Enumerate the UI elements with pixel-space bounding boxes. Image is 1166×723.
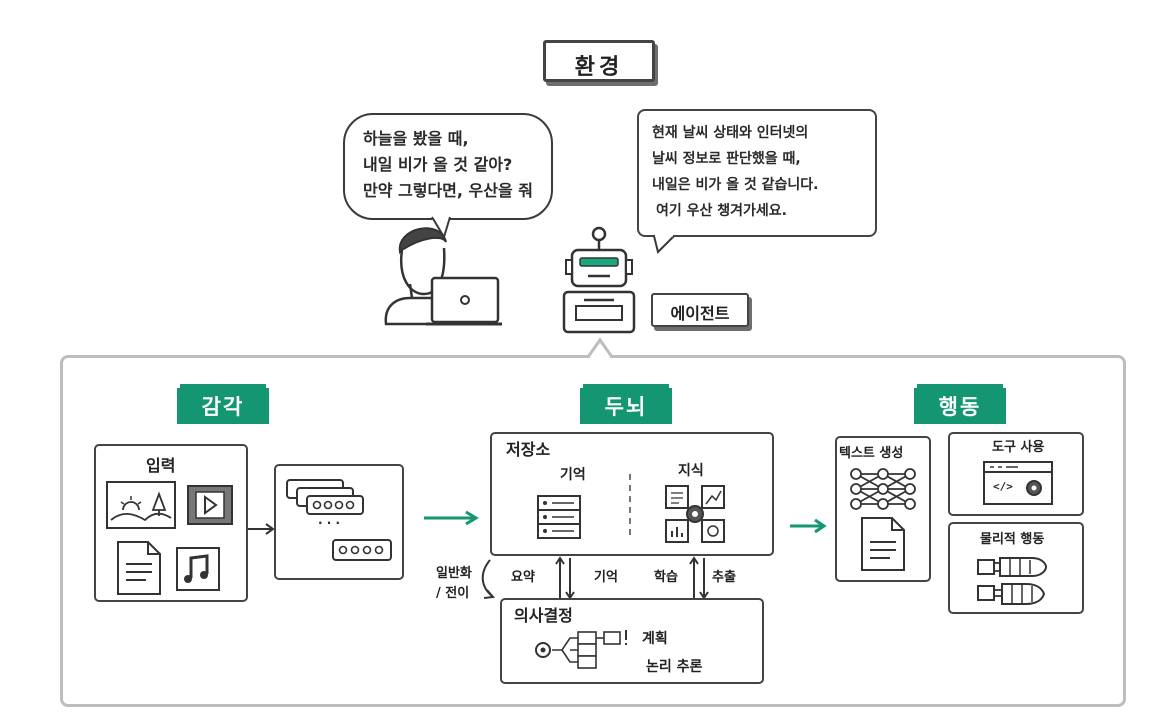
code-symbol-icon: </> — [993, 480, 1013, 493]
planning-label: 계획 — [642, 631, 668, 647]
agent-speech-bubble — [637, 109, 877, 237]
physical-action-label: 물리적 행동 — [980, 532, 1045, 547]
storage-divider — [629, 474, 631, 540]
user-bubble-line-3: 만약 그렇다면, 우산을 줘 — [363, 181, 533, 200]
extract-label: 추출 — [712, 570, 736, 585]
code-window-icon — [983, 461, 1053, 505]
agent-bubble-line-3: 내일은 비가 올 것 같습니다. — [652, 177, 819, 193]
environment-label-box: 환경 — [543, 40, 655, 82]
landscape-image-icon — [106, 481, 176, 529]
memory-label: 기억 — [560, 467, 586, 483]
music-note-icon — [176, 547, 220, 591]
document-icon — [117, 541, 161, 595]
storage-title: 저장소 — [506, 440, 551, 459]
user-bubble-line-1: 하늘을 봤을 때, — [363, 129, 469, 148]
video-play-icon — [187, 485, 233, 525]
robot-agent-icon — [562, 226, 636, 334]
generalize-transfer-label: 일반화 / 전이 — [436, 566, 472, 601]
brain-tag: 두뇌 — [580, 384, 672, 424]
memory-database-icon — [537, 495, 581, 539]
environment-label: 환경 — [574, 55, 624, 80]
brain-to-action-arrow — [790, 518, 827, 534]
perception-to-brain-arrow — [424, 510, 479, 526]
action-tag: 행동 — [914, 384, 1006, 424]
agent-label: 에이전트 — [670, 304, 730, 323]
tool-use-label: 도구 사용 — [992, 440, 1045, 455]
agent-bubble-line-2: 날씨 정보로 판단했을 때, — [652, 151, 801, 167]
robot-arm-icon — [977, 557, 1048, 605]
agent-bubble-line-4: 여기 우산 챙겨가세요. — [656, 203, 787, 219]
summary-label: 요약 — [511, 570, 535, 585]
decision-making-box — [500, 598, 764, 684]
token-sequence-icon — [286, 479, 392, 561]
panel-pointer — [586, 337, 614, 360]
text-generation-label: 텍스트 생성 — [839, 446, 904, 461]
agent-label-box: 에이전트 — [651, 293, 749, 327]
neural-network-icon — [850, 468, 916, 510]
user-bubble-line-2: 내일 비가 올 것 같아? — [363, 155, 513, 174]
agent-bubble-line-1: 현재 날씨 상태와 인터넷의 — [652, 125, 809, 141]
input-to-tokens-arrow — [248, 523, 275, 535]
agent-bubble-tail — [653, 233, 675, 254]
planning-tree-icon — [535, 630, 627, 669]
generated-document-icon — [861, 517, 905, 571]
person-with-laptop-icon — [384, 227, 502, 326]
recall-label: 기억 — [594, 570, 618, 585]
user-speech-bubble — [343, 113, 553, 220]
knowledge-label: 지식 — [678, 463, 704, 479]
perception-tag: 감각 — [177, 384, 269, 424]
knowledge-network-icon — [665, 485, 725, 543]
decision-title: 의사결정 — [514, 606, 573, 625]
storage-box — [490, 432, 774, 556]
learn-label: 학습 — [654, 570, 678, 585]
input-label: 입력 — [146, 456, 176, 475]
reasoning-label: 논리 추론 — [646, 659, 703, 675]
tokens-ellipsis: · · · — [318, 516, 341, 530]
